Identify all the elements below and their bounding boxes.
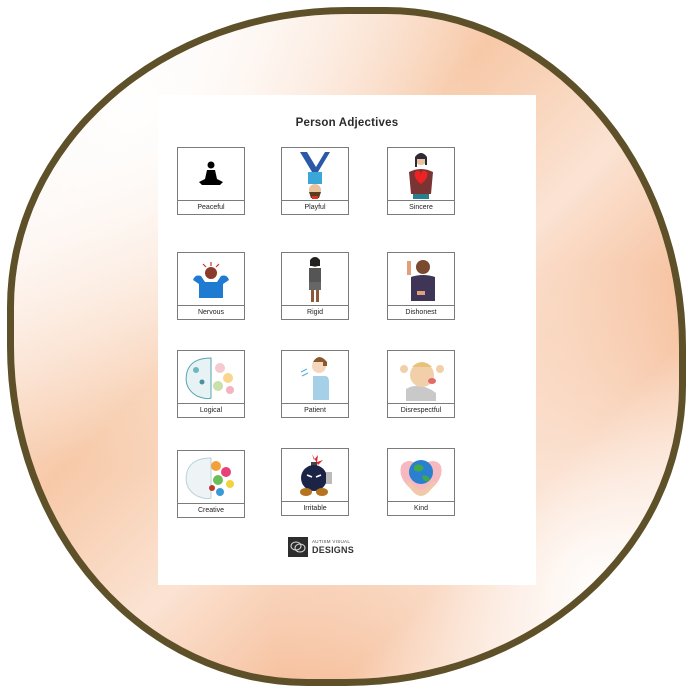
card-irritable: Irritable (281, 448, 349, 516)
card-dishonest: Dishonest (387, 252, 455, 320)
logo-line2: DESIGNS (312, 545, 354, 555)
bomb-icon (282, 449, 348, 502)
card-label: Playful (282, 200, 348, 214)
brand-logo: AUTISM VISUAL DESIGNS (288, 537, 354, 559)
card-nervous: Nervous (177, 252, 245, 320)
card-label: Creative (178, 503, 244, 517)
breathing-boy-icon (282, 351, 348, 404)
handstand-child-icon (282, 148, 348, 201)
card-label: Irritable (282, 501, 348, 515)
card-label: Disrespectful (388, 403, 454, 417)
card-rigid: Rigid (281, 252, 349, 320)
card-label: Dishonest (388, 305, 454, 319)
card-sincere: Sincere (387, 147, 455, 215)
card-label: Patient (282, 403, 348, 417)
logical-brain-icon (178, 351, 244, 404)
card-label: Rigid (282, 305, 348, 319)
card-label: Sincere (388, 200, 454, 214)
tongue-out-icon (388, 351, 454, 404)
hands-holding-earth-icon (388, 449, 454, 502)
speech-bubbles-icon (288, 537, 308, 557)
creative-brain-icon (178, 451, 244, 504)
standing-woman-icon (282, 253, 348, 306)
card-label: Nervous (178, 305, 244, 319)
woman-holding-heart-icon (388, 148, 454, 201)
card-patient: Patient (281, 350, 349, 418)
card-creative: Creative (177, 450, 245, 518)
card-disrespectful: Disrespectful (387, 350, 455, 418)
card-label: Kind (388, 501, 454, 515)
card-label: Peaceful (178, 200, 244, 214)
crossed-fingers-icon (388, 253, 454, 306)
stressed-person-icon (178, 253, 244, 306)
card-label: Logical (178, 403, 244, 417)
page-title: Person Adjectives (295, 117, 399, 129)
logo-line1: AUTISM VISUAL (312, 539, 351, 544)
card-kind: Kind (387, 448, 455, 516)
card-peaceful: Peaceful (177, 147, 245, 215)
worksheet-page: Person Adjectives Peaceful Playful Since… (158, 95, 536, 585)
card-playful: Playful (281, 147, 349, 215)
card-logical: Logical (177, 350, 245, 418)
meditation-icon (178, 148, 244, 201)
